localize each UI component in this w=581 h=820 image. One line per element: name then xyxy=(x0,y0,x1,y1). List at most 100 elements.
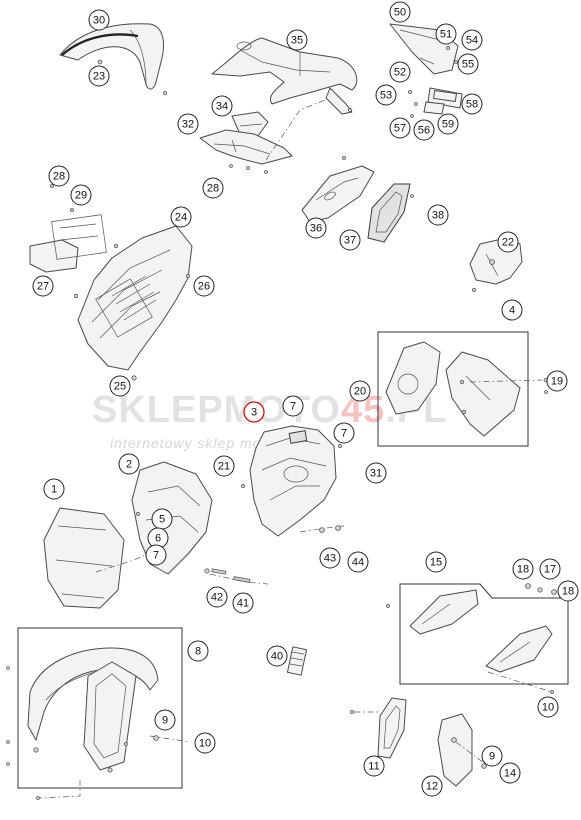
callout-circle xyxy=(435,23,457,45)
part-strip xyxy=(286,646,308,676)
callout-label: 26 xyxy=(198,281,210,293)
part-mud-guard-frame xyxy=(73,225,193,381)
subassembly-box-15 xyxy=(386,583,569,694)
callout-label: 41 xyxy=(237,598,249,610)
callout-label: 55 xyxy=(462,59,474,71)
callout-42: 42 xyxy=(206,586,228,608)
callout-label: 28 xyxy=(207,183,219,195)
callout-circle xyxy=(461,29,483,51)
callout-label: 43 xyxy=(324,553,336,565)
callout-label: 30 xyxy=(93,15,105,27)
subassembly-box-20 xyxy=(377,331,549,447)
callout-circle xyxy=(88,9,110,31)
callout-21: 21 xyxy=(213,455,235,477)
callout-40: 40 xyxy=(266,645,288,667)
callout-label: 32 xyxy=(182,119,194,131)
callout-4: 4 xyxy=(501,299,523,321)
callout-12: 12 xyxy=(421,775,443,797)
callout-circle xyxy=(539,558,561,580)
callout-label: 14 xyxy=(504,768,516,780)
callout-57: 57 xyxy=(389,117,411,139)
callout-circle xyxy=(305,217,327,239)
callout-32: 32 xyxy=(177,113,199,135)
callout-label: 31 xyxy=(370,468,382,480)
callout-label: 9 xyxy=(489,751,495,763)
callout-label: 6 xyxy=(155,533,161,545)
callout-circle xyxy=(206,586,228,608)
callout-label: 25 xyxy=(114,381,126,393)
callout-circle xyxy=(421,775,443,797)
callout-circle xyxy=(457,53,479,75)
callout-circle xyxy=(48,165,70,187)
callout-circle xyxy=(546,370,568,392)
callout-29: 29 xyxy=(70,184,92,206)
callout-label: 4 xyxy=(509,305,515,317)
callout-19: 19 xyxy=(546,370,568,392)
callout-circle xyxy=(512,558,534,580)
callout-label: 35 xyxy=(291,35,303,47)
callout-label: 3 xyxy=(251,407,257,419)
callout-circle xyxy=(88,65,110,87)
callout-label: 40 xyxy=(271,651,283,663)
callout-label: 56 xyxy=(418,125,430,137)
callout-circle xyxy=(425,551,447,573)
callout-label: 8 xyxy=(195,646,201,658)
callout-25: 25 xyxy=(109,375,131,397)
callout-55: 55 xyxy=(457,53,479,75)
callout-label: 23 xyxy=(93,71,105,83)
callout-label: 17 xyxy=(544,564,556,576)
callout-label: 42 xyxy=(211,592,223,604)
part-reflector xyxy=(350,697,407,759)
callout-label: 37 xyxy=(344,235,356,247)
callout-label: 50 xyxy=(394,7,406,19)
callout-label: 18 xyxy=(517,564,529,576)
callout-circle xyxy=(557,580,579,602)
part-bracket-plate xyxy=(29,184,107,273)
callout-27: 27 xyxy=(32,275,54,297)
callout-7: 7 xyxy=(145,544,167,566)
callout-label: 5 xyxy=(159,514,165,526)
callout-8: 8 xyxy=(187,640,209,662)
callout-label: 28 xyxy=(53,171,65,183)
callout-label: 44 xyxy=(352,557,364,569)
callout-circle xyxy=(282,395,304,417)
callout-label: 53 xyxy=(380,90,392,102)
callout-label: 34 xyxy=(216,101,228,113)
callout-label: 7 xyxy=(153,550,159,562)
callout-circle xyxy=(70,184,92,206)
callout-31: 31 xyxy=(365,462,387,484)
callout-label: 21 xyxy=(218,461,230,473)
callout-15: 15 xyxy=(425,551,447,573)
callout-circle xyxy=(145,544,167,566)
callout-circle xyxy=(375,84,397,106)
callout-circle xyxy=(177,113,199,135)
callout-circle xyxy=(389,1,411,23)
callout-28: 28 xyxy=(202,177,224,199)
part-small-cover xyxy=(437,713,489,787)
part-pad xyxy=(231,111,269,137)
callout-circle xyxy=(333,422,355,444)
callout-label: 29 xyxy=(75,190,87,202)
callout-44: 44 xyxy=(347,551,369,573)
callout-23: 23 xyxy=(88,65,110,87)
callout-label: 38 xyxy=(432,210,444,222)
callout-circle xyxy=(319,547,341,569)
callout-label: 10 xyxy=(542,702,554,714)
callout-circle xyxy=(43,478,65,500)
callout-label: 7 xyxy=(290,401,296,413)
callout-circle xyxy=(497,231,519,253)
part-tail-cover xyxy=(211,37,358,115)
callout-58: 58 xyxy=(461,93,483,115)
callout-label: 51 xyxy=(440,29,452,41)
callout-circle xyxy=(501,299,523,321)
callout-35: 35 xyxy=(286,29,308,51)
callout-circle xyxy=(427,204,449,226)
callout-circle xyxy=(499,762,521,784)
callout-circle xyxy=(232,592,254,614)
callout-6: 6 xyxy=(147,527,169,549)
callout-label: 58 xyxy=(466,99,478,111)
callout-9: 9 xyxy=(481,745,503,767)
callout-circle xyxy=(347,551,369,573)
callout-circle xyxy=(389,61,411,83)
